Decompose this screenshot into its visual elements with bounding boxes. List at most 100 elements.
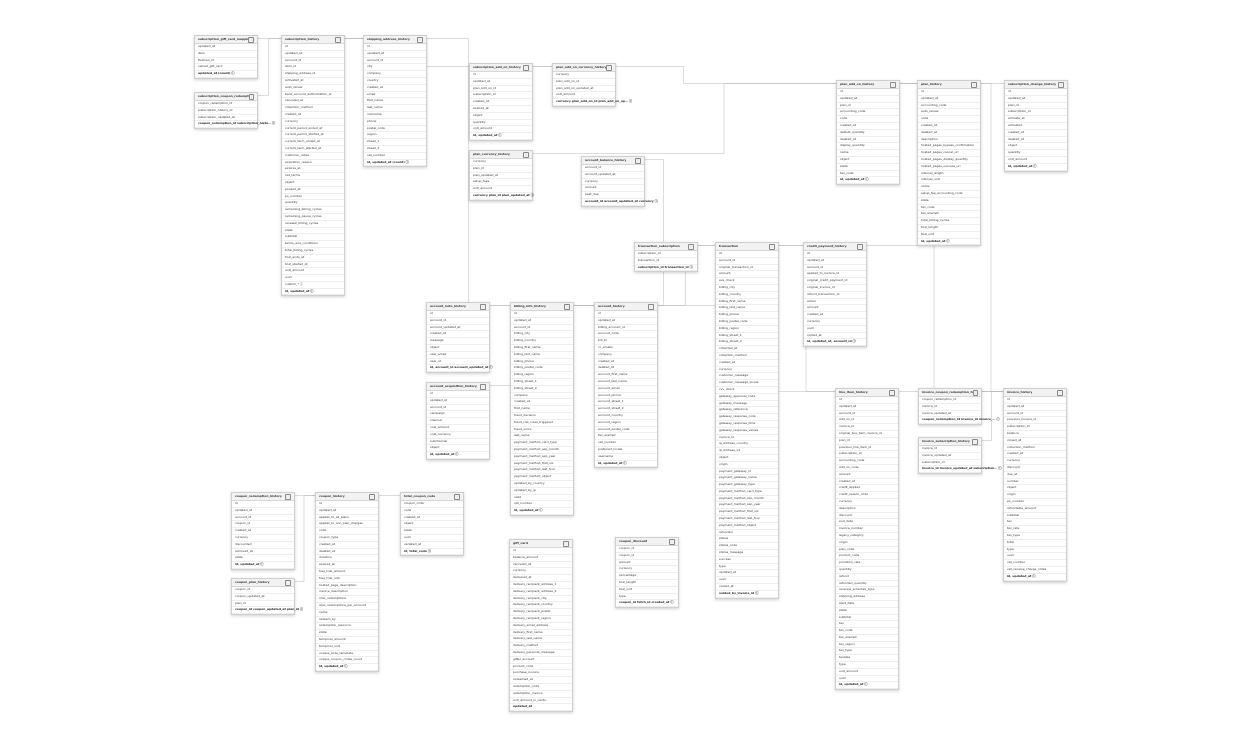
column-row[interactable]: id, updated_at ⓘ — [232, 562, 294, 569]
column-row[interactable]: taxable — [836, 655, 898, 663]
column-row[interactable]: subscription_id — [1005, 109, 1067, 117]
column-row[interactable]: id — [470, 72, 532, 79]
table-header[interactable]: shipping_address_history⋮ — [364, 36, 426, 44]
column-row[interactable]: previous_line_item_id — [836, 445, 898, 452]
column-row[interactable]: custom_* ⓘ — [282, 282, 344, 289]
column-row[interactable]: coupon_redemption_id invoice_id invoice_… — [919, 417, 999, 425]
column-row[interactable]: tax_type — [836, 648, 898, 656]
column-row[interactable]: canceled_at — [510, 562, 572, 569]
column-row[interactable]: delivery_method — [510, 643, 572, 650]
column-row[interactable]: item — [195, 51, 257, 58]
column-row[interactable]: action — [804, 299, 866, 306]
column-row[interactable]: delivery_recipient_address_2 — [510, 589, 572, 596]
column-row[interactable]: created_at — [837, 123, 899, 130]
column-row[interactable]: total_billing_cycles — [918, 218, 980, 225]
column-row[interactable]: coupon_redemption_id — [195, 101, 257, 108]
column-row[interactable]: coupon_id fetch_id created_at ⓘ — [616, 600, 678, 608]
column-row[interactable]: cc_emails — [595, 345, 657, 352]
table-menu-icon[interactable]: ⋮ — [971, 81, 977, 88]
column-row[interactable]: id — [510, 548, 572, 555]
column-row[interactable]: duration — [316, 555, 378, 563]
table-menu-icon[interactable]: ⋮ — [669, 538, 675, 545]
column-row[interactable]: redemption_invoice — [510, 691, 572, 698]
table-menu-icon[interactable]: ⋮ — [248, 36, 254, 43]
table-header[interactable]: credit_payment_history⋮ — [804, 243, 866, 251]
column-row[interactable]: preferred_locale — [595, 447, 657, 454]
column-row[interactable]: invoice_updated_at — [919, 453, 981, 460]
column-row[interactable]: account_id account_updated_at currency ⓘ — [582, 199, 658, 206]
column-row[interactable]: free_trial_amount — [316, 569, 378, 576]
column-row[interactable]: currency — [716, 367, 778, 374]
column-row[interactable]: delivery_first_name — [510, 630, 572, 637]
table-header[interactable]: invoice_history⋮ — [1004, 389, 1066, 397]
column-row[interactable]: plan_id — [836, 438, 898, 445]
column-row[interactable]: owned_gift_card — [195, 64, 257, 72]
column-row[interactable]: account_country — [595, 413, 657, 420]
column-row[interactable]: cost_currency — [427, 432, 489, 439]
column-row[interactable]: gateway_response_code — [716, 414, 778, 421]
column-row[interactable]: plan_code — [836, 547, 898, 554]
column-row[interactable]: updated_at — [1005, 96, 1067, 103]
column-row[interactable]: discount — [1004, 465, 1066, 472]
column-row[interactable]: refunded_quantity — [836, 581, 898, 588]
column-row[interactable]: status_message — [716, 550, 778, 557]
column-row[interactable]: id, updated_at ⓘ — [427, 452, 489, 459]
column-row[interactable]: subscription_id — [919, 460, 981, 467]
column-row[interactable]: created_at — [282, 112, 344, 119]
column-row[interactable]: account_postal_code — [595, 427, 657, 434]
column-row[interactable]: delivery_recipient_region — [510, 616, 572, 623]
column-row[interactable]: collected_at — [716, 346, 778, 353]
column-row[interactable]: collection_method — [1004, 445, 1066, 452]
column-row[interactable]: id, updated_at ⓘ — [1004, 574, 1066, 581]
column-row[interactable]: setup_fees — [470, 179, 532, 187]
column-row[interactable]: billing_phone — [511, 359, 573, 366]
table-header[interactable]: subscription_history⋮ — [282, 36, 344, 44]
table-menu-icon[interactable]: ⋮ — [564, 303, 570, 310]
column-row[interactable]: product_code — [836, 553, 898, 561]
column-row[interactable]: delivered_at — [510, 575, 572, 582]
column-row[interactable]: type — [616, 594, 678, 601]
column-row[interactable]: interval_unit — [918, 177, 980, 185]
column-row[interactable]: deleted_at — [595, 365, 657, 373]
column-row[interactable]: currency — [282, 119, 344, 126]
column-row[interactable]: updated_at — [401, 542, 463, 549]
column-row[interactable]: code — [918, 116, 980, 123]
table-card[interactable]: invoice_coupon_redemption_history⋮coupon… — [918, 388, 999, 426]
column-row[interactable]: object — [1005, 143, 1067, 151]
column-row[interactable]: gateway_response_values — [716, 428, 778, 435]
column-row[interactable]: hosted_pages_bypass_confirmation — [918, 143, 980, 151]
column-row[interactable]: plan_id — [1005, 103, 1067, 110]
column-row[interactable]: code — [401, 508, 463, 515]
column-row[interactable]: updated_by_country — [511, 481, 573, 488]
column-row[interactable]: id — [511, 311, 573, 318]
column-row[interactable]: unit_amount — [1005, 157, 1067, 164]
column-row[interactable]: billing_street_1 — [716, 333, 778, 340]
column-row[interactable]: object — [427, 445, 489, 453]
column-row[interactable]: terms_and_conditions — [282, 241, 344, 248]
column-row[interactable]: applies_to_non_plan_charges — [316, 521, 378, 529]
column-row[interactable]: revenue_schedule_type — [836, 587, 898, 595]
column-row[interactable]: account_id — [427, 405, 489, 412]
column-row[interactable]: hosted_pages_display_quantity — [918, 157, 980, 164]
column-row[interactable]: created_at — [595, 359, 657, 366]
column-row[interactable]: po_number — [1004, 499, 1066, 506]
column-row[interactable]: subtotal — [836, 615, 898, 622]
table-header[interactable]: gift_card⋮ — [510, 540, 572, 548]
column-row[interactable]: add_on_code — [836, 465, 898, 472]
table-menu-icon[interactable]: ⋮ — [369, 493, 375, 500]
column-row[interactable]: renewal_billing_cycles — [282, 221, 344, 228]
column-row[interactable]: updated_at — [511, 318, 573, 325]
column-row[interactable]: coupon_redemption_id — [919, 397, 981, 404]
column-row[interactable]: fraud_score — [511, 427, 573, 434]
column-row[interactable]: current_term_started_at — [282, 146, 344, 153]
column-row[interactable]: amount — [804, 305, 866, 313]
column-row[interactable]: updated_at — [316, 508, 378, 515]
column-row[interactable]: payment_gateway_name — [716, 475, 778, 483]
column-row[interactable]: trial_length — [918, 225, 980, 232]
column-row[interactable]: uuid — [1004, 553, 1066, 561]
column-row[interactable]: street_1 — [364, 139, 426, 146]
